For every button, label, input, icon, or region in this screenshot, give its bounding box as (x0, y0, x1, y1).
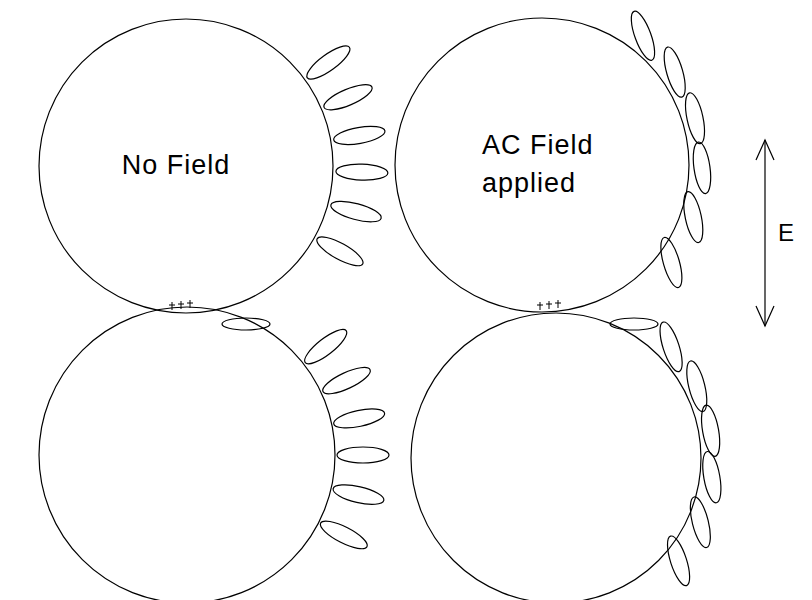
circle-outline (394, 17, 690, 313)
charge-marks (169, 300, 561, 310)
field-label: E (778, 219, 794, 247)
molecule-group (300, 324, 389, 554)
particle-circle: AC Field applied (394, 17, 690, 313)
gap-molecule (610, 318, 658, 330)
gap-molecule (222, 318, 270, 330)
molecule-group (655, 320, 724, 588)
molecule-group (627, 9, 714, 290)
particle-circle (39, 307, 335, 600)
circle-label: AC Field applied (482, 127, 622, 203)
circle-label: No Field (122, 147, 231, 185)
particle-circle (411, 313, 701, 600)
field-arrow (756, 140, 774, 326)
particle-circle: No Field (38, 18, 334, 314)
